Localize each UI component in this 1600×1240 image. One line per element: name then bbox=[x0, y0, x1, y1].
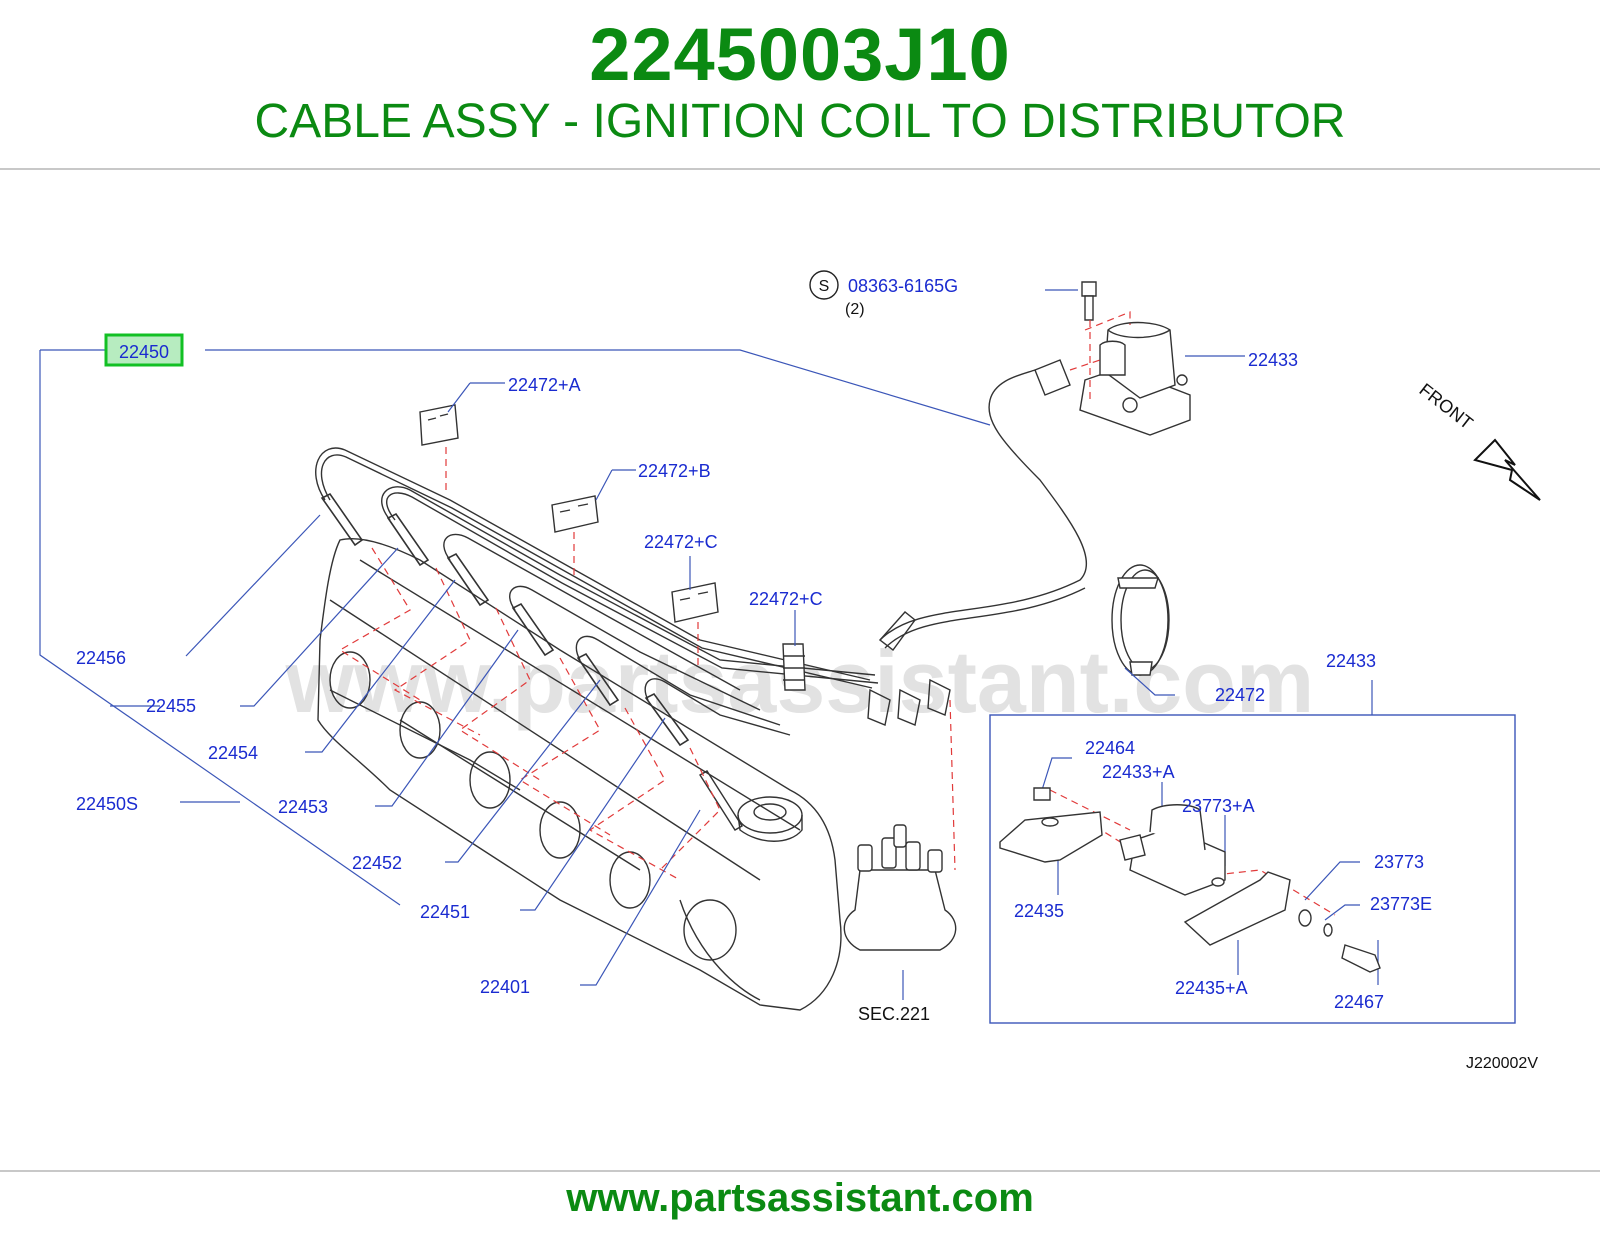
callout-22452[interactable]: 22452 bbox=[352, 853, 402, 873]
callout-22451[interactable]: 22451 bbox=[420, 902, 470, 922]
callout-screw-08363[interactable]: 08363-6165G bbox=[848, 276, 958, 296]
ignition-leads-drawing bbox=[315, 369, 1088, 831]
part-number-title: 2245003J10 bbox=[589, 13, 1011, 96]
callout-23773[interactable]: 23773 bbox=[1374, 852, 1424, 872]
callout-22467[interactable]: 22467 bbox=[1334, 992, 1384, 1012]
parts-diagram: www.partsassistant.com bbox=[0, 240, 1600, 1100]
callout-22435A[interactable]: 22435+A bbox=[1175, 978, 1248, 998]
front-arrow-icon bbox=[1473, 438, 1541, 501]
callout-22433A[interactable]: 22433+A bbox=[1102, 762, 1175, 782]
inset-parts-drawing bbox=[999, 787, 1381, 973]
clamp-band-drawing bbox=[1111, 564, 1170, 676]
callout-22433-coil[interactable]: 22433 bbox=[1248, 350, 1298, 370]
assembly-guide-lines bbox=[338, 311, 1336, 916]
lead-clip-drawings bbox=[419, 404, 806, 691]
callout-22433-assembly[interactable]: 22433 bbox=[1326, 651, 1376, 671]
callout-22453[interactable]: 22453 bbox=[278, 797, 328, 817]
callout-22401[interactable]: 22401 bbox=[480, 977, 530, 997]
callout-22450[interactable]: 22450 bbox=[119, 342, 169, 362]
callout-23773E[interactable]: 23773E bbox=[1370, 894, 1432, 914]
footer-divider bbox=[0, 1170, 1600, 1172]
screw-symbol-circle bbox=[809, 270, 839, 300]
ignition-coil-drawing bbox=[1034, 281, 1191, 436]
page-header: 2245003J10 CABLE ASSY - IGNITION COIL TO… bbox=[0, 0, 1600, 168]
callout-22450S[interactable]: 22450S bbox=[76, 794, 138, 814]
screw-quantity: (2) bbox=[845, 301, 865, 318]
callout-22464[interactable]: 22464 bbox=[1085, 738, 1135, 758]
callout-22454[interactable]: 22454 bbox=[208, 743, 258, 763]
diagram-code-label: J220002V bbox=[1466, 1055, 1538, 1072]
callout-22456[interactable]: 22456 bbox=[76, 648, 126, 668]
highlight-box-22450[interactable] bbox=[104, 333, 184, 367]
screw-symbol-letter: S bbox=[819, 278, 830, 295]
section-reference-label: SEC.221 bbox=[858, 1004, 930, 1024]
callout-23773A[interactable]: 23773+A bbox=[1182, 796, 1255, 816]
part-description: CABLE ASSY - IGNITION COIL TO DISTRIBUTO… bbox=[254, 95, 1346, 148]
callout-22472B[interactable]: 22472+B bbox=[638, 461, 711, 481]
header-divider bbox=[0, 168, 1600, 170]
callout-22472A[interactable]: 22472+A bbox=[508, 375, 581, 395]
callout-22472-clamp[interactable]: 22472 bbox=[1215, 685, 1265, 705]
distributor-cap-drawing bbox=[843, 824, 957, 951]
callout-leader-lines bbox=[39, 289, 1379, 1000]
callout-22455[interactable]: 22455 bbox=[146, 696, 196, 716]
footer-website-link[interactable]: www.partsassistant.com bbox=[566, 1176, 1034, 1220]
detail-inset-box bbox=[989, 714, 1516, 1024]
callout-22472C-upper[interactable]: 22472+C bbox=[644, 532, 718, 552]
callout-22472C-lower[interactable]: 22472+C bbox=[749, 589, 823, 609]
callout-22435[interactable]: 22435 bbox=[1014, 901, 1064, 921]
